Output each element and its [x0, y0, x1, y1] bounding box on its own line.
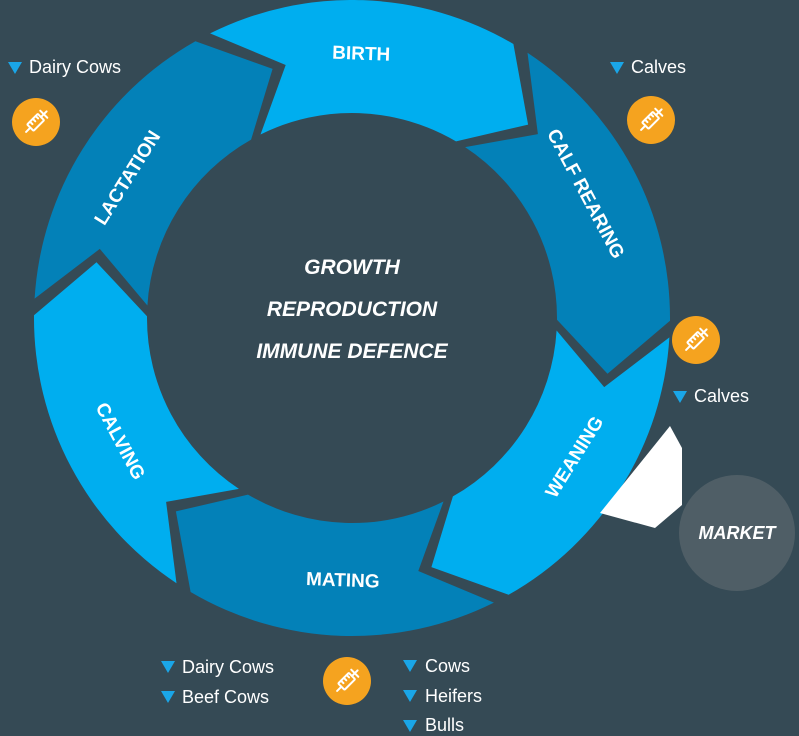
market-label: MARKET: [699, 523, 778, 543]
note-item: Bulls: [425, 715, 464, 735]
triangle-bullet-icon: [161, 661, 175, 673]
center-line-growth: GROWTH: [304, 256, 400, 279]
segment-calving: [33, 262, 239, 584]
triangle-bullet-icon: [8, 62, 22, 74]
note-item: Calves: [631, 57, 686, 77]
note-top-right: Calves: [610, 57, 686, 77]
market-circle: [679, 475, 795, 591]
triangle-bullet-icon: [161, 691, 175, 703]
segment-weaning: [431, 330, 670, 595]
note-item: Heifers: [425, 686, 482, 706]
segment-mating: [175, 494, 494, 637]
note-item: Beef Cows: [182, 687, 269, 707]
segment-label-mating: MATING: [306, 569, 380, 593]
note-bottom-right: Cows Heifers Bulls: [403, 656, 482, 735]
syringe-icon: [323, 657, 371, 705]
segment-label-birth: BIRTH: [332, 43, 391, 66]
note-item: Dairy Cows: [182, 657, 274, 677]
syringe-glyph: [640, 107, 664, 131]
note-item: Calves: [694, 386, 749, 406]
syringe-icon: [12, 98, 60, 146]
segment-birth: [210, 0, 529, 142]
note-right: Calves: [673, 386, 749, 406]
triangle-bullet-icon: [403, 720, 417, 732]
triangle-bullet-icon: [673, 391, 687, 403]
triangle-bullet-icon: [403, 690, 417, 702]
note-top-left: Dairy Cows: [8, 57, 121, 77]
syringe-icon: [672, 316, 720, 364]
vaccine-badge: [323, 657, 371, 705]
note-item: Cows: [425, 656, 470, 676]
vaccine-badge: [627, 96, 675, 144]
syringe-glyph: [685, 327, 709, 351]
syringe-glyph: [25, 109, 49, 133]
note-bottom-left: Dairy Cows Beef Cows: [161, 657, 274, 707]
market-arrow: [600, 426, 682, 528]
syringe-icon: [627, 96, 675, 144]
center-line-reproduction: REPRODUCTION: [267, 298, 438, 321]
syringe-glyph: [336, 668, 360, 692]
segment-lactation: [34, 41, 273, 306]
segment-calf-rearing: [465, 52, 671, 374]
vaccine-badge: [12, 98, 60, 146]
market-branch: MARKET: [600, 426, 795, 591]
triangle-bullet-icon: [403, 660, 417, 672]
vaccine-badge: [672, 316, 720, 364]
note-item: Dairy Cows: [29, 57, 121, 77]
center-line-immune-defence: IMMUNE DEFENCE: [256, 340, 448, 363]
triangle-bullet-icon: [610, 62, 624, 74]
